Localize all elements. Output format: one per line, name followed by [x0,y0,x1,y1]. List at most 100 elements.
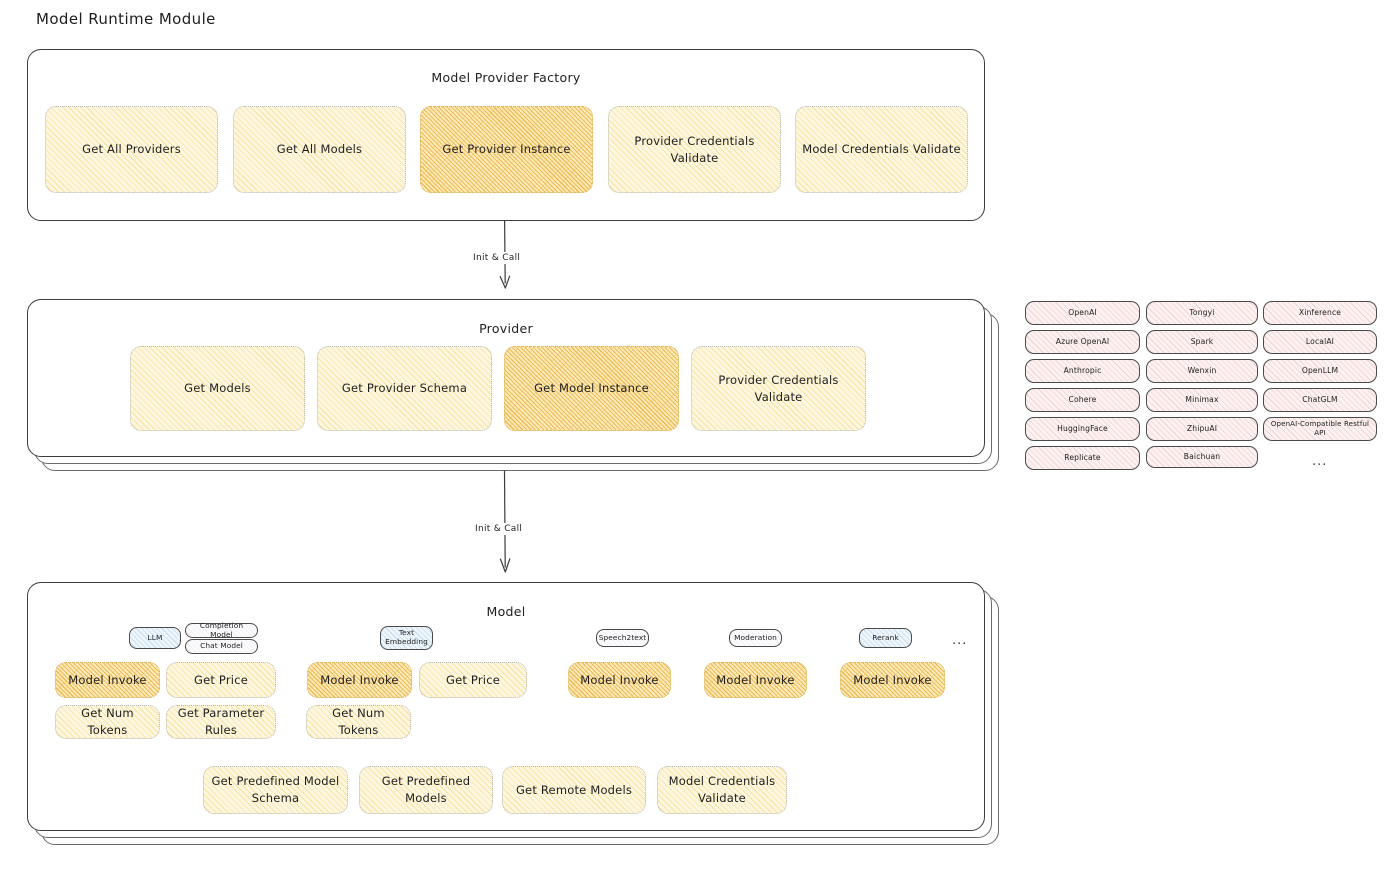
factory-node-model-credentials-validate[interactable]: Model Credentials Validate [795,106,968,193]
model-shared-get-remote-models[interactable]: Get Remote Models [502,766,646,814]
badge-label: Completion Model [199,620,244,639]
badge-label: Speech2text [598,632,647,642]
factory-node-get-all-models[interactable]: Get All Models [233,106,406,193]
node-label: Model Invoke [580,672,659,687]
node-label: Get Provider Instance [442,142,571,157]
model-type-badge-chat-model[interactable]: Chat Model [185,639,258,654]
model-title: Model [486,604,526,619]
provider-chip-tongyi[interactable]: Tongyi [1146,301,1258,325]
provider-chip-openllm[interactable]: OpenLLM [1263,359,1377,383]
provider-title: Provider [479,321,533,336]
provider-node-provider-credentials-validate[interactable]: Provider Credentials Validate [691,346,866,431]
provider-node-get-models[interactable]: Get Models [130,346,305,431]
chip-label: Replicate [1064,453,1101,463]
chip-label: ChatGLM [1302,395,1338,405]
chip-label: Tongyi [1189,308,1215,318]
arrow-label-init-call-2: Init & Call [471,523,527,535]
provider-chip-anthropic[interactable]: Anthropic [1025,359,1140,383]
badge-label: Moderation [734,632,777,642]
factory-node-get-provider-instance[interactable]: Get Provider Instance [420,106,593,193]
model-types-more-ellipsis: ... [952,633,968,648]
model-method-text-embedding-get-num-tokens[interactable]: Get Num Tokens [306,705,411,739]
node-label: Model Credentials Validate [668,774,776,805]
chip-label: Spark [1190,337,1214,347]
node-label: Get Num Tokens [81,706,134,737]
node-label: Model Credentials Validate [802,142,961,157]
chip-label: OpenAI [1068,308,1097,318]
model-type-badge-moderation[interactable]: Moderation [729,629,782,647]
model-type-badge-speech2text[interactable]: Speech2text [596,629,649,647]
node-label: Provider Credentials Validate [718,372,839,404]
node-label: Get Price [193,672,248,687]
model-method-llm-get-price[interactable]: Get Price [166,662,276,698]
node-label: Get Price [445,672,500,687]
provider-list-more-ellipsis: ... [1312,454,1328,469]
chip-label: LocalAI [1305,337,1335,347]
node-label: Get All Models [276,142,363,157]
provider-chip-azure-openai[interactable]: Azure OpenAI [1025,330,1140,354]
chip-label: Minimax [1185,395,1219,405]
model-shared-model-credentials-validate[interactable]: Model Credentials Validate [657,766,787,814]
provider-chip-huggingface[interactable]: HuggingFace [1025,417,1140,441]
provider-chip-replicate[interactable]: Replicate [1025,446,1140,470]
model-provider-factory-title: Model Provider Factory [431,70,581,85]
provider-chip-openai-compatible-restful-api[interactable]: OpenAI-Compatible Restful API [1263,417,1377,441]
provider-chip-xinference[interactable]: Xinference [1263,301,1377,325]
provider-chip-localai[interactable]: LocalAI [1263,330,1377,354]
badge-label: Chat Model [200,641,243,651]
node-label: Model Invoke [320,672,399,687]
chip-label: Baichuan [1183,452,1221,462]
provider-chip-baichuan[interactable]: Baichuan [1146,446,1258,468]
chip-label: Cohere [1068,395,1097,405]
factory-node-provider-credentials-validate[interactable]: Provider Credentials Validate [608,106,781,193]
provider-chip-openai[interactable]: OpenAI [1025,301,1140,325]
node-label: Get Remote Models [515,782,633,797]
node-label: Get Model Instance [534,381,649,396]
provider-chip-chatglm[interactable]: ChatGLM [1263,388,1377,412]
node-label: Get Parameter Rules [177,706,265,737]
provider-chip-wenxin[interactable]: Wenxin [1146,359,1258,383]
arrow-label-init-call-1: Init & Call [469,252,525,264]
node-label: Get Provider Schema [341,381,468,396]
model-method-rerank-model-invoke[interactable]: Model Invoke [840,662,945,698]
provider-node-get-provider-schema[interactable]: Get Provider Schema [317,346,492,431]
provider-chip-cohere[interactable]: Cohere [1025,388,1140,412]
chip-label: OpenLLM [1301,366,1339,376]
model-method-moderation-model-invoke[interactable]: Model Invoke [704,662,807,698]
provider-chip-spark[interactable]: Spark [1146,330,1258,354]
node-label: Model Invoke [716,672,795,687]
node-label: Model Invoke [853,672,932,687]
model-shared-get-predefined-model-schema[interactable]: Get Predefined Model Schema [203,766,348,814]
chip-label: OpenAI-Compatible Restful API [1270,420,1370,437]
node-label: Get All Providers [82,142,181,157]
node-label: Get Predefined Model Schema [211,774,340,805]
badge-label: Text Embedding [385,628,428,646]
page-title: Model Runtime Module [36,10,216,28]
model-type-badge-text-embedding[interactable]: Text Embedding [380,626,433,650]
model-method-text-embedding-get-price[interactable]: Get Price [419,662,527,698]
chip-label: Azure OpenAI [1055,337,1110,347]
model-method-speech2text-model-invoke[interactable]: Model Invoke [568,662,671,698]
node-label: Provider Credentials Validate [634,133,755,165]
provider-chip-minimax[interactable]: Minimax [1146,388,1258,412]
model-method-text-embedding-model-invoke[interactable]: Model Invoke [307,662,412,698]
model-method-llm-get-parameter-rules[interactable]: Get Parameter Rules [166,705,276,739]
model-type-badge-llm[interactable]: LLM [129,627,181,649]
chip-label: HuggingFace [1057,424,1108,434]
provider-chip-zhipuai[interactable]: ZhipuAI [1146,417,1258,441]
chip-label: ZhipuAI [1186,424,1218,434]
badge-label: Rerank [872,632,899,642]
chip-label: Wenxin [1187,366,1217,376]
badge-label: LLM [147,632,163,642]
node-label: Get Num Tokens [332,706,385,737]
chip-label: Anthropic [1063,366,1102,376]
model-type-badge-rerank[interactable]: Rerank [859,628,912,648]
node-label: Get Models [184,381,251,396]
model-method-llm-model-invoke[interactable]: Model Invoke [55,662,160,698]
provider-node-get-model-instance[interactable]: Get Model Instance [504,346,679,431]
model-type-badge-completion-model[interactable]: Completion Model [185,620,258,639]
arrow-provider-to-model [499,470,511,573]
model-method-llm-get-num-tokens[interactable]: Get Num Tokens [55,705,160,739]
model-shared-get-predefined-models[interactable]: Get Predefined Models [359,766,493,814]
factory-node-get-all-providers[interactable]: Get All Providers [45,106,218,193]
